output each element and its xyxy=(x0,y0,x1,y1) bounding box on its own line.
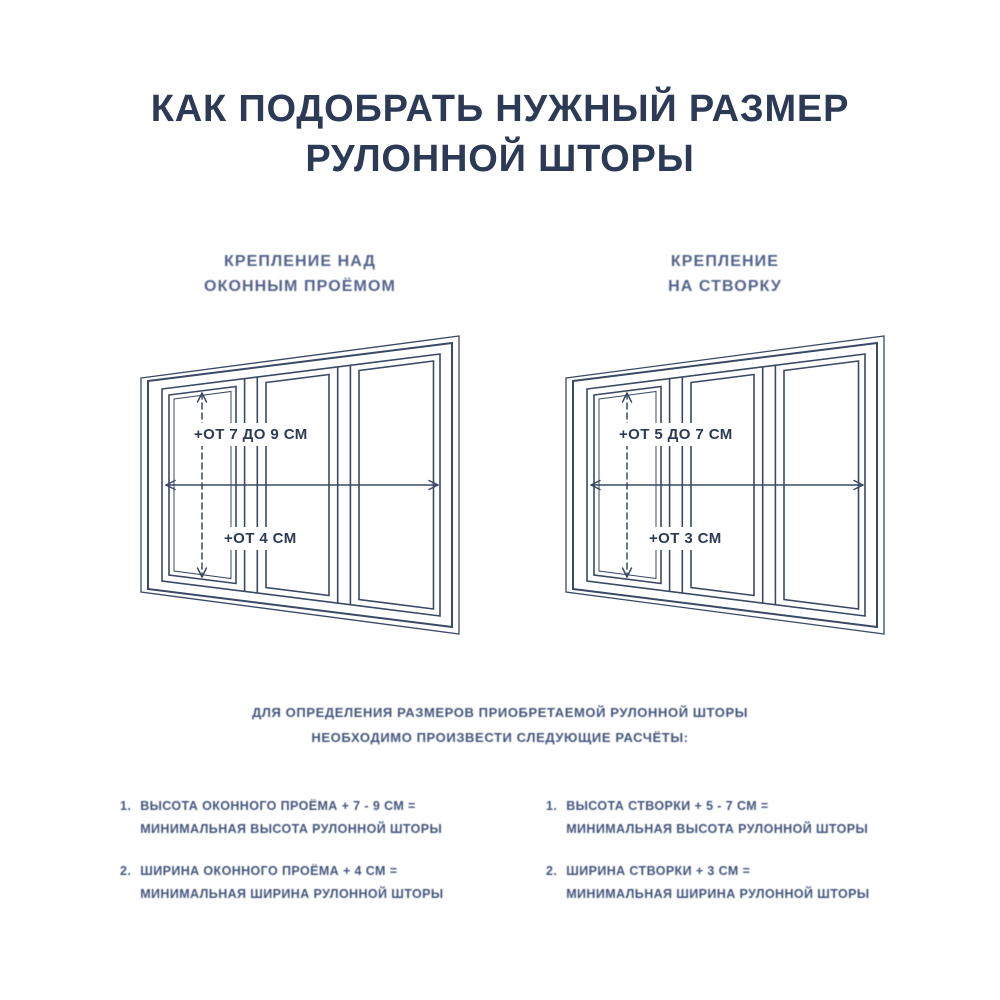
page-title-line2: РУЛОННОЙ ШТОРЫ xyxy=(305,138,695,181)
calc-list-right: 1. ВЫСОТА СТВОРКИ + 5 - 7 СМ = МИНИМАЛЬН… xyxy=(546,795,906,925)
calculation-note-line1: ДЛЯ ОПРЕДЕЛЕНИЯ РАЗМЕРОВ ПРИОБРЕТАЕМОЙ Р… xyxy=(251,705,749,720)
calculation-note-line2: НЕОБХОДИМО ПРОИЗВЕСТИ СЛЕДУЮЩИЕ РАСЧЁТЫ: xyxy=(311,730,689,746)
mount-heading-right-line1: КРЕПЛЕНИЕ xyxy=(670,253,780,270)
list-item-number: 1. xyxy=(546,799,558,813)
calculation-note: ДЛЯ ОПРЕДЕЛЕНИЯ РАЗМЕРОВ ПРИОБРЕТАЕМОЙ Р… xyxy=(0,700,1000,751)
page-title: КАК ПОДОБРАТЬ НУЖНЫЙ РАЗМЕР РУЛОННОЙ ШТО… xyxy=(0,84,1000,184)
mount-type-heading-left: КРЕПЛЕНИЕ НАД ОКОННЫМ ПРОЁМОМ xyxy=(140,250,460,300)
list-item: 1. ВЫСОТА ОКОННОГО ПРОЁМА + 7 - 9 СМ = М… xyxy=(120,795,480,840)
page-title-line1: КАК ПОДОБРАТЬ НУЖНЫЙ РАЗМЕР xyxy=(150,88,850,130)
list-item-formula: ВЫСОТА ОКОННОГО ПРОЁМА + 7 - 9 СМ = xyxy=(140,799,416,813)
width-measure-label-left: +ОТ 4 СМ xyxy=(218,527,303,550)
window-illustration-icon xyxy=(565,335,885,635)
list-item-text: ШИРИНА СТВОРКИ + 3 СМ = МИНИМАЛЬНАЯ ШИРИ… xyxy=(566,860,869,905)
list-item-formula: ШИРИНА СТВОРКИ + 3 СМ = xyxy=(566,864,751,878)
list-item-formula: ШИРИНА ОКОННОГО ПРОЁМА + 4 СМ = xyxy=(140,864,398,878)
mount-heading-left-line1: КРЕПЛЕНИЕ НАД xyxy=(223,253,377,270)
list-item-text: ВЫСОТА ОКОННОГО ПРОЁМА + 7 - 9 СМ = МИНИ… xyxy=(140,795,442,840)
mount-heading-right-line2: НА СТВОРКУ xyxy=(668,277,782,295)
list-item-formula: ВЫСОТА СТВОРКИ + 5 - 7 СМ = xyxy=(566,799,769,813)
list-item: 2. ШИРИНА СТВОРКИ + 3 СМ = МИНИМАЛЬНАЯ Ш… xyxy=(546,860,906,905)
list-item-result: МИНИМАЛЬНАЯ ВЫСОТА РУЛОННОЙ ШТОРЫ xyxy=(566,821,869,836)
list-item: 2. ШИРИНА ОКОННОГО ПРОЁМА + 4 СМ = МИНИМ… xyxy=(120,860,480,905)
height-measure-label-left: +ОТ 7 ДО 9 СМ xyxy=(188,423,314,446)
list-item-number: 1. xyxy=(120,799,132,813)
window-diagram-left: +ОТ 7 ДО 9 СМ +ОТ 4 СМ xyxy=(140,335,460,645)
window-illustration-icon xyxy=(140,335,460,635)
mount-type-heading-right: КРЕПЛЕНИЕ НА СТВОРКУ xyxy=(565,250,885,300)
list-item-text: ВЫСОТА СТВОРКИ + 5 - 7 СМ = МИНИМАЛЬНАЯ … xyxy=(566,795,868,840)
mount-heading-left-line2: ОКОННЫМ ПРОЁМОМ xyxy=(204,277,396,295)
window-diagram-right: +ОТ 5 ДО 7 СМ +ОТ 3 СМ xyxy=(565,335,885,645)
list-item-text: ШИРИНА ОКОННОГО ПРОЁМА + 4 СМ = МИНИМАЛЬ… xyxy=(140,860,443,905)
height-measure-label-right: +ОТ 5 ДО 7 СМ xyxy=(613,423,739,446)
list-item: 1. ВЫСОТА СТВОРКИ + 5 - 7 СМ = МИНИМАЛЬН… xyxy=(546,795,906,840)
list-item-result: МИНИМАЛЬНАЯ ВЫСОТА РУЛОННОЙ ШТОРЫ xyxy=(140,821,443,836)
list-item-number: 2. xyxy=(120,864,132,878)
calc-list-left: 1. ВЫСОТА ОКОННОГО ПРОЁМА + 7 - 9 СМ = М… xyxy=(120,795,480,925)
list-item-result: МИНИМАЛЬНАЯ ШИРИНА РУЛОННОЙ ШТОРЫ xyxy=(566,886,870,901)
width-measure-label-right: +ОТ 3 СМ xyxy=(643,527,728,550)
list-item-number: 2. xyxy=(546,864,558,878)
list-item-result: МИНИМАЛЬНАЯ ШИРИНА РУЛОННОЙ ШТОРЫ xyxy=(140,886,444,901)
